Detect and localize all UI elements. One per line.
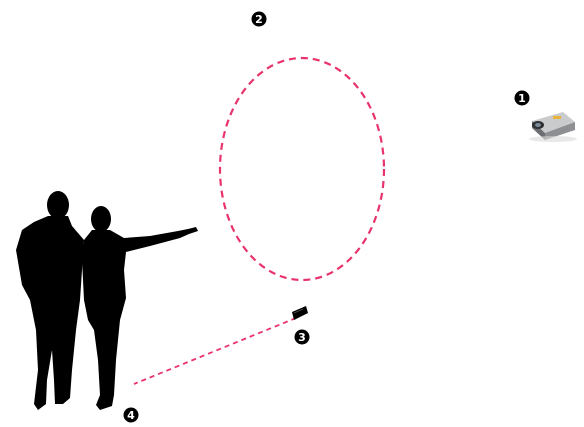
sensor-icon: [292, 306, 308, 320]
marker-3: 3: [295, 330, 310, 345]
svg-text:3: 3: [298, 331, 306, 344]
svg-text:2: 2: [255, 13, 263, 26]
people-silhouette: [16, 191, 198, 410]
projector-icon: [529, 112, 577, 142]
svg-text:1: 1: [518, 92, 526, 105]
marker-2: 2: [252, 12, 267, 27]
svg-text:4: 4: [127, 409, 135, 422]
projection-area-outline: [220, 58, 384, 280]
sensor-range-line: [134, 318, 296, 384]
marker-1: 1: [515, 91, 530, 106]
marker-4: 4: [124, 408, 139, 423]
